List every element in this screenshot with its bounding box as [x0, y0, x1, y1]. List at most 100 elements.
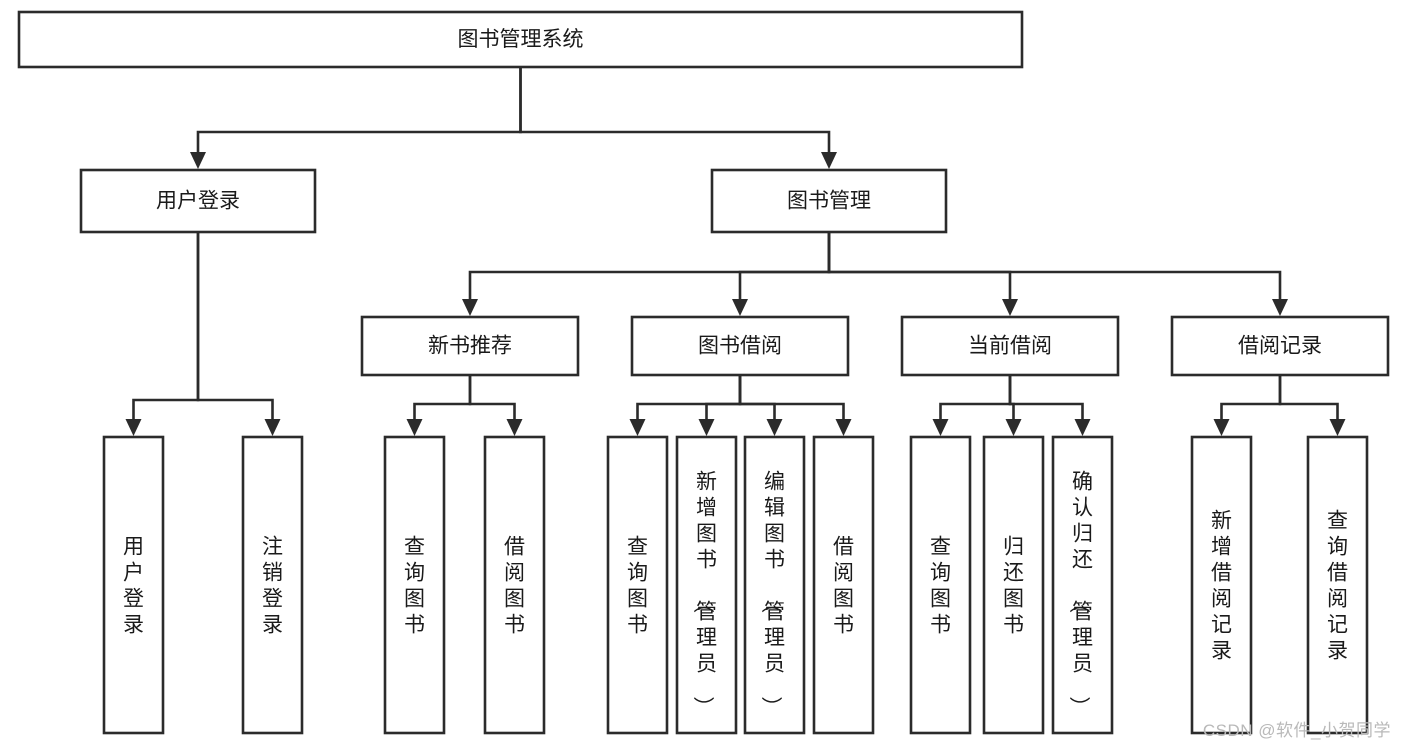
node-leaf-borrow-book-rec[interactable]: 借阅图书 — [483, 435, 546, 735]
node-box-user-login[interactable] — [79, 168, 317, 234]
arrow-head-icon — [506, 419, 523, 436]
edge-book-manage-to-new-book-rec — [462, 232, 831, 316]
node-root[interactable]: 图书管理系统 — [17, 10, 1024, 69]
node-current-borrow[interactable]: 当前借阅 — [900, 315, 1120, 377]
edge-borrow-record-to-leaf-query-record — [1278, 375, 1346, 436]
edge-book-borrow-to-leaf-query-book-b — [629, 375, 742, 436]
arrow-head-icon — [264, 419, 281, 436]
node-label-current-borrow: 当前借阅 — [968, 335, 1052, 358]
edge-borrow-record-to-leaf-add-record — [1213, 375, 1282, 436]
edge-book-manage-to-current-borrow — [827, 232, 1018, 316]
node-label-leaf-query-book-c: 查询图书 — [930, 535, 951, 636]
node-box-leaf-user-login[interactable] — [102, 435, 165, 735]
node-label-book-borrow: 图书借阅 — [698, 335, 782, 358]
edges-layer — [125, 67, 1346, 436]
arrow-head-icon — [821, 152, 837, 169]
edge-new-book-rec-to-leaf-borrow-book-rec — [468, 375, 523, 436]
node-box-leaf-query-record[interactable] — [1306, 435, 1369, 735]
node-box-leaf-edit-book[interactable] — [743, 435, 806, 735]
node-label-new-book-rec: 新书推荐 — [428, 335, 512, 358]
node-leaf-borrow-book-b[interactable]: 借阅图书 — [812, 435, 875, 735]
arrow-head-icon — [932, 419, 949, 436]
arrow-head-icon — [406, 419, 423, 436]
node-box-leaf-return-book[interactable] — [982, 435, 1045, 735]
node-label-root: 图书管理系统 — [458, 28, 584, 51]
node-leaf-query-book-rec[interactable]: 查询图书 — [383, 435, 446, 735]
node-leaf-add-book[interactable]: 新增图书（管理员） — [675, 435, 738, 735]
node-box-leaf-add-record[interactable] — [1190, 435, 1253, 735]
arrow-head-icon — [1074, 419, 1091, 436]
node-box-leaf-query-book-b[interactable] — [606, 435, 669, 735]
edge-book-borrow-to-leaf-borrow-book-b — [738, 375, 852, 436]
edge-user-login-to-leaf-logout — [196, 232, 281, 436]
node-label-leaf-query-record: 查询借阅记录 — [1327, 509, 1348, 662]
node-label-leaf-logout: 注销登录 — [262, 535, 283, 636]
arrow-head-icon — [766, 419, 783, 436]
node-label-leaf-user-login: 用户登录 — [123, 535, 144, 636]
arrow-head-icon — [698, 419, 715, 436]
node-label-leaf-borrow-book-rec: 借阅图书 — [504, 535, 525, 636]
node-box-book-manage[interactable] — [710, 168, 948, 234]
arrow-head-icon — [1272, 299, 1288, 316]
node-label-leaf-return-book: 归还图书 — [1003, 535, 1024, 636]
node-box-current-borrow[interactable] — [900, 315, 1120, 377]
node-label-leaf-add-record: 新增借阅记录 — [1211, 509, 1232, 662]
arrow-head-icon — [732, 299, 748, 316]
node-box-leaf-confirm-return[interactable] — [1051, 435, 1114, 735]
node-label-leaf-query-book-rec: 查询图书 — [404, 535, 425, 636]
node-box-book-borrow[interactable] — [630, 315, 850, 377]
node-book-manage[interactable]: 图书管理 — [710, 168, 948, 234]
node-label-book-manage: 图书管理 — [787, 190, 871, 213]
arrow-head-icon — [1329, 419, 1346, 436]
node-new-book-rec[interactable]: 新书推荐 — [360, 315, 580, 377]
edge-book-borrow-to-leaf-edit-book — [738, 375, 783, 436]
node-box-borrow-record[interactable] — [1170, 315, 1390, 377]
edge-new-book-rec-to-leaf-query-book-rec — [406, 375, 472, 436]
node-leaf-add-record[interactable]: 新增借阅记录 — [1190, 435, 1253, 735]
node-leaf-return-book[interactable]: 归还图书 — [982, 435, 1045, 735]
node-user-login[interactable]: 用户登录 — [79, 168, 317, 234]
arrow-head-icon — [190, 152, 206, 169]
edge-current-borrow-to-leaf-query-book-c — [932, 375, 1012, 436]
arrow-head-icon — [835, 419, 852, 436]
node-label-leaf-add-book: 新增图书（管理员） — [691, 470, 717, 717]
node-label-leaf-confirm-return: 确认归还（管理员） — [1067, 470, 1093, 717]
node-label-leaf-query-book-b: 查询图书 — [627, 535, 648, 636]
edge-book-manage-to-borrow-record — [827, 232, 1288, 316]
node-box-leaf-borrow-book-b[interactable] — [812, 435, 875, 735]
arrow-head-icon — [125, 419, 142, 436]
edge-root-to-user-login — [190, 67, 522, 169]
node-book-borrow[interactable]: 图书借阅 — [630, 315, 850, 377]
node-borrow-record[interactable]: 借阅记录 — [1170, 315, 1390, 377]
arrow-head-icon — [1213, 419, 1230, 436]
edge-book-borrow-to-leaf-add-book — [698, 375, 742, 436]
node-leaf-logout[interactable]: 注销登录 — [241, 435, 304, 735]
node-box-leaf-logout[interactable] — [241, 435, 304, 735]
node-leaf-query-book-c[interactable]: 查询图书 — [909, 435, 972, 735]
node-box-leaf-borrow-book-rec[interactable] — [483, 435, 546, 735]
node-box-leaf-add-book[interactable] — [675, 435, 738, 735]
arrow-head-icon — [462, 299, 478, 316]
node-box-leaf-query-book-c[interactable] — [909, 435, 972, 735]
edge-current-borrow-to-leaf-confirm-return — [1008, 375, 1091, 436]
node-leaf-query-record[interactable]: 查询借阅记录 — [1306, 435, 1369, 735]
node-box-leaf-query-book-rec[interactable] — [383, 435, 446, 735]
node-box-root[interactable] — [17, 10, 1024, 69]
node-leaf-user-login[interactable]: 用户登录 — [102, 435, 165, 735]
arrow-head-icon — [1002, 299, 1018, 316]
arrow-head-icon — [629, 419, 646, 436]
arrow-head-icon — [1005, 419, 1022, 436]
edge-current-borrow-to-leaf-return-book — [1005, 375, 1022, 436]
node-leaf-query-book-b[interactable]: 查询图书 — [606, 435, 669, 735]
node-label-borrow-record: 借阅记录 — [1238, 335, 1322, 358]
nodes-layer: 图书管理系统用户登录图书管理新书推荐图书借阅当前借阅借阅记录用户登录注销登录查询… — [17, 10, 1390, 735]
edge-book-manage-to-book-borrow — [732, 232, 831, 316]
node-label-leaf-borrow-book-b: 借阅图书 — [833, 535, 854, 636]
node-box-new-book-rec[interactable] — [360, 315, 580, 377]
node-label-user-login: 用户登录 — [156, 190, 240, 213]
node-leaf-confirm-return[interactable]: 确认归还（管理员） — [1051, 435, 1114, 735]
node-leaf-edit-book[interactable]: 编辑图书（管理员） — [743, 435, 806, 735]
node-label-leaf-edit-book: 编辑图书（管理员） — [759, 470, 785, 717]
